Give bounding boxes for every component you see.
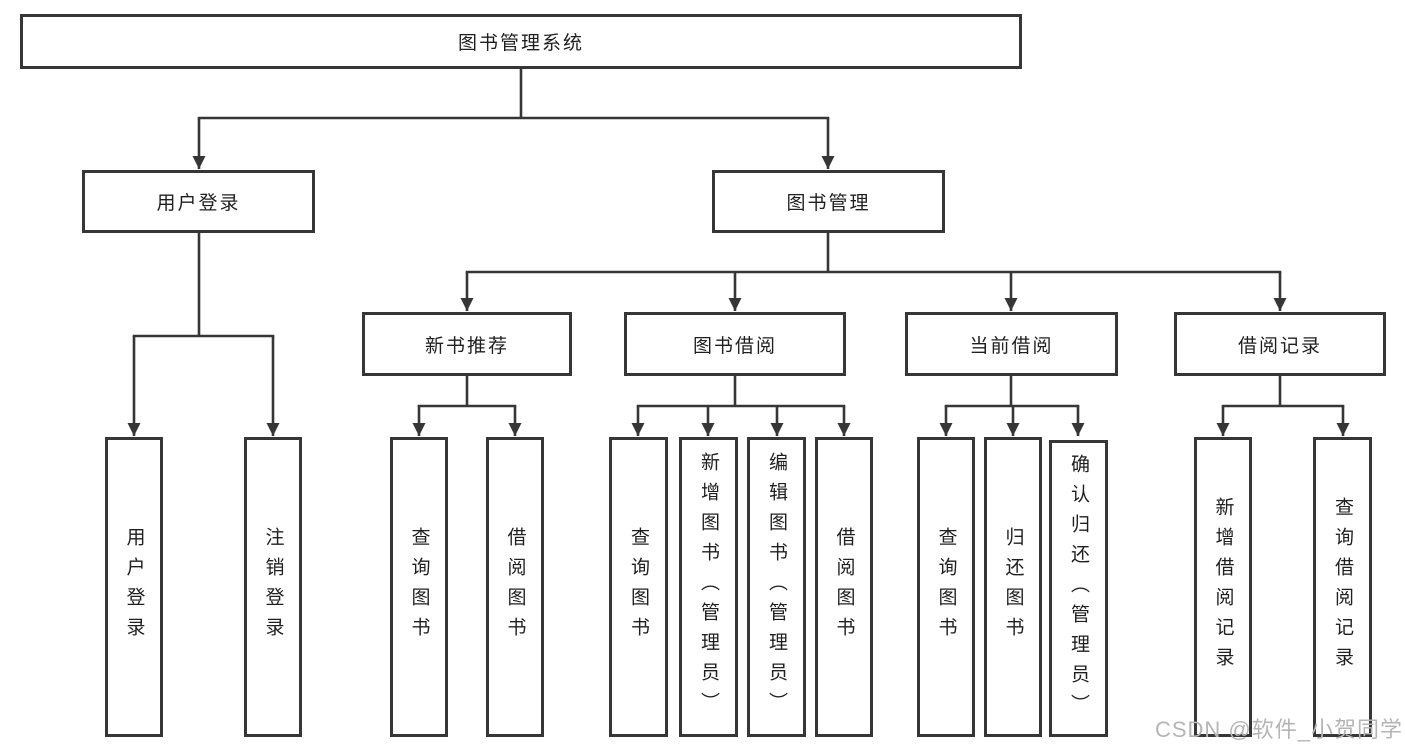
node-leaf-query-books-current: 查询图书: [917, 437, 975, 737]
node-label: 确认归还（管理员）: [1068, 453, 1089, 724]
node-borrowing-records: 借阅记录: [1174, 312, 1386, 376]
node-leaf-query-books-borrowing: 查询图书: [609, 437, 668, 737]
csdn-watermark: CSDN @软件_小贺同学: [1154, 717, 1403, 742]
node-label: 归还图书: [1002, 527, 1024, 647]
node-label: 注销登录: [262, 527, 284, 647]
node-label: 当前借阅: [969, 335, 1054, 357]
node-label: 新书推荐: [424, 335, 509, 357]
node-new-book-recommendation: 新书推荐: [362, 312, 572, 376]
node-label: 新增借阅记录: [1212, 497, 1234, 677]
node-label: 借阅图书: [504, 527, 526, 647]
node-book-management: 图书管理: [712, 170, 945, 233]
node-leaf-borrow-books-recommend: 借阅图书: [486, 437, 544, 737]
node-label: 借阅图书: [833, 527, 855, 647]
node-label: 图书管理: [786, 193, 871, 214]
node-label: 图书管理系统: [457, 33, 584, 54]
node-leaf-add-borrowing-record: 新增借阅记录: [1194, 437, 1252, 737]
node-current-borrowing: 当前借阅: [905, 312, 1118, 376]
node-leaf-borrow-books: 借阅图书: [815, 437, 873, 737]
node-label: 用户登录: [123, 527, 145, 647]
node-leaf-query-borrowing-record: 查询借阅记录: [1313, 437, 1372, 737]
node-leaf-return-books: 归还图书: [984, 437, 1042, 737]
node-label: 用户登录: [156, 193, 241, 214]
node-library-management-system: 图书管理系统: [20, 14, 1022, 69]
node-label: 借阅记录: [1237, 335, 1322, 357]
node-user-login: 用户登录: [82, 170, 315, 233]
node-leaf-user-login: 用户登录: [105, 437, 163, 737]
node-label: 查询图书: [935, 527, 957, 647]
node-book-borrowing: 图书借阅: [624, 312, 846, 376]
node-label: 图书借阅: [692, 335, 777, 357]
node-label: 新增图书（管理员）: [698, 452, 719, 722]
node-label: 查询借阅记录: [1332, 497, 1353, 677]
node-label: 查询图书: [628, 527, 649, 647]
node-label: 编辑图书（管理员）: [766, 452, 787, 722]
node-leaf-confirm-return-admin: 确认归还（管理员）: [1049, 440, 1108, 737]
node-leaf-edit-books-admin: 编辑图书（管理员）: [747, 437, 806, 737]
node-leaf-query-books-recommend: 查询图书: [390, 437, 448, 737]
node-label: 查询图书: [408, 527, 430, 647]
node-leaf-add-books-admin: 新增图书（管理员）: [679, 437, 738, 737]
node-leaf-logout-login: 注销登录: [244, 437, 302, 737]
